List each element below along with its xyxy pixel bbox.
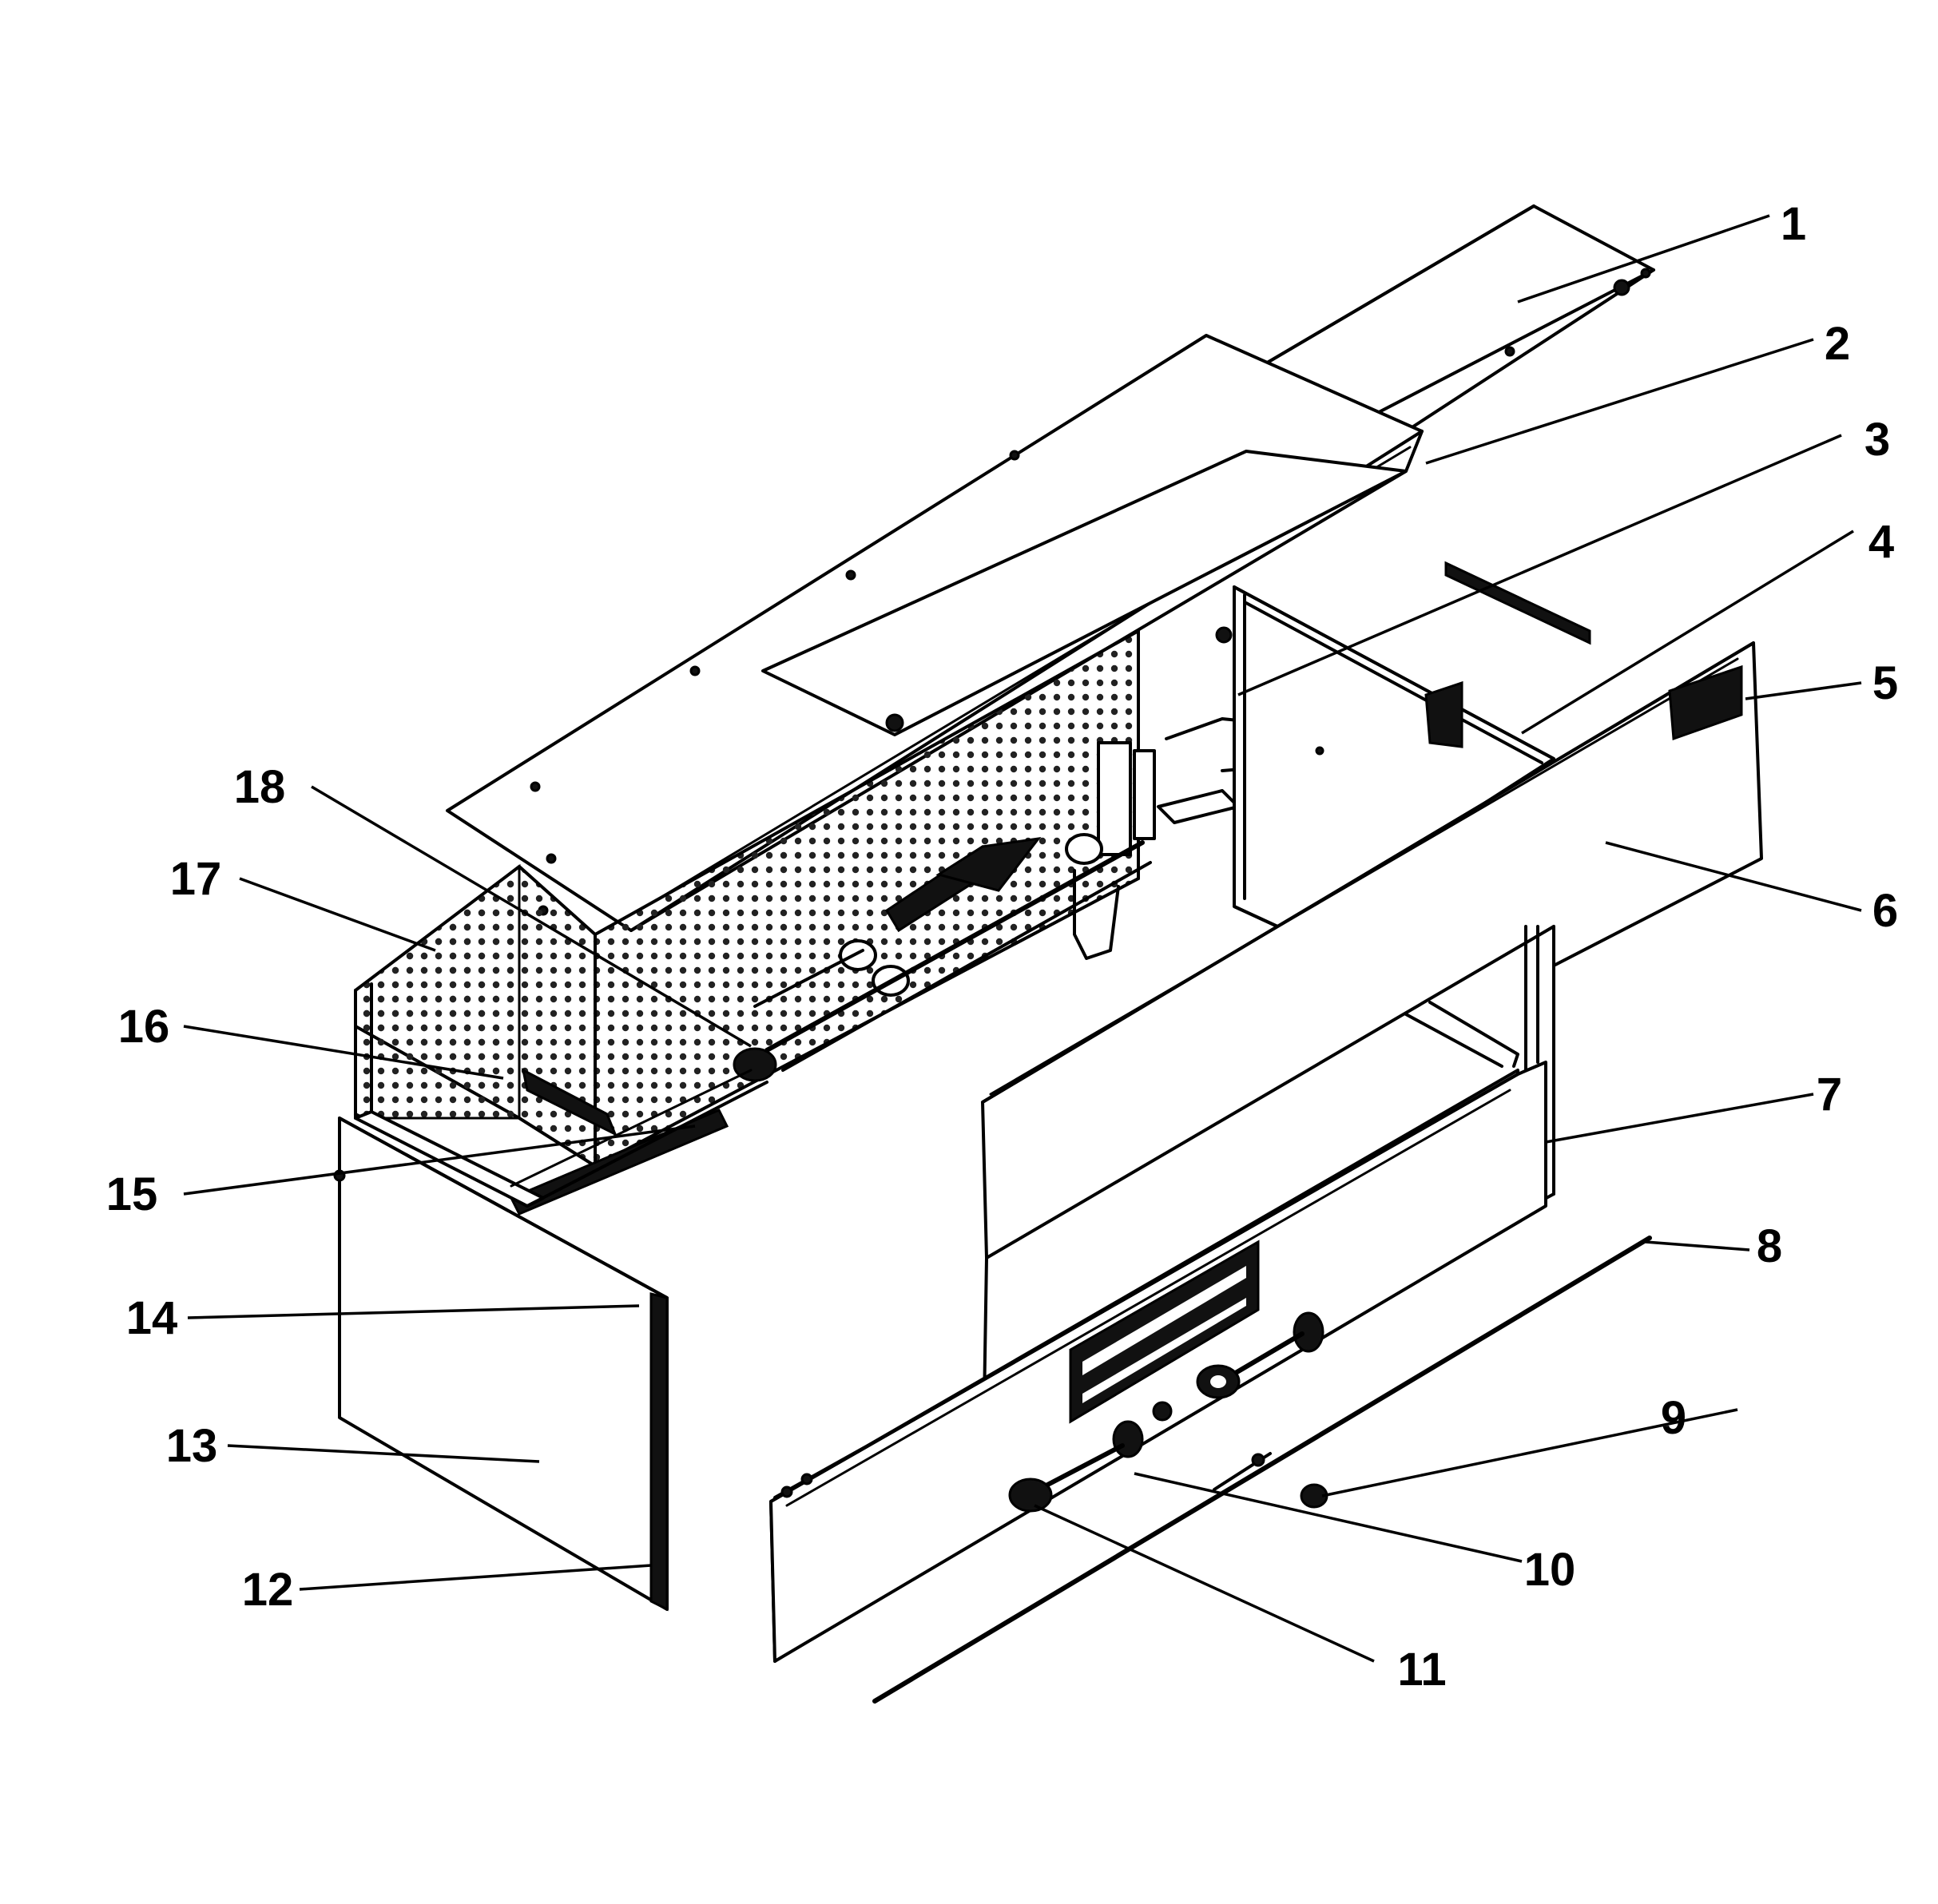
- control-knobs: [1008, 1311, 1328, 1513]
- callout-18: 18: [234, 761, 286, 813]
- leader-lines: [183, 214, 1862, 1663]
- callout-5: 5: [1872, 657, 1898, 709]
- callout-14: 14: [126, 1292, 178, 1344]
- light-rod: [872, 1236, 1652, 1704]
- callout-3: 3: [1865, 414, 1890, 466]
- callout-1: 1: [1781, 198, 1806, 250]
- callout-2: 2: [1825, 318, 1850, 370]
- callout-7: 7: [1817, 1069, 1842, 1121]
- callout-10: 10: [1524, 1544, 1576, 1596]
- callout-15: 15: [106, 1168, 158, 1220]
- right-frame: [1215, 561, 1591, 932]
- callout-9: 9: [1661, 1392, 1686, 1444]
- callout-12: 12: [242, 1564, 294, 1616]
- front-upper-fascia: [981, 641, 1763, 1259]
- nameplate: [1069, 1240, 1260, 1424]
- callout-16: 16: [118, 1001, 170, 1053]
- access-plate: [761, 450, 1408, 736]
- callout-4: 4: [1869, 516, 1894, 568]
- callout-6: 6: [1872, 885, 1898, 937]
- callout-17: 17: [170, 853, 222, 905]
- callout-8: 8: [1757, 1220, 1782, 1272]
- callout-11: 11: [1397, 1644, 1446, 1696]
- callout-13: 13: [166, 1420, 218, 1472]
- callout-labels: 1 2 3 4 5 6 7 8 9 10 11 12 13 14 15 16 1…: [106, 198, 1898, 1696]
